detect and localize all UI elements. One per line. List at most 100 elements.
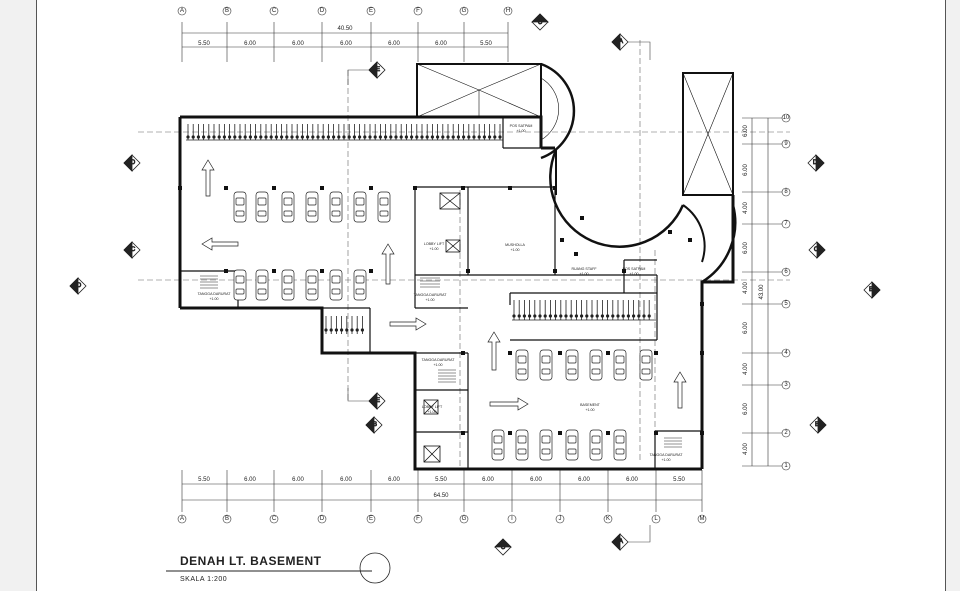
room-tangga-mid2: TANGGA DARURAT	[422, 358, 456, 362]
car-symbol	[233, 191, 247, 223]
wheel-stop	[548, 314, 553, 318]
right-dimension-line	[742, 117, 782, 467]
wheel-stop	[383, 135, 388, 139]
car-symbol	[613, 429, 627, 461]
bottom-dim-1: 5.50	[198, 477, 210, 483]
car-rear-window	[307, 288, 317, 295]
car-windshield	[591, 435, 601, 444]
wheel-stop	[621, 314, 625, 318]
column	[320, 269, 324, 273]
car-symbol	[589, 429, 603, 461]
car-symbol	[491, 429, 505, 461]
wheel-stop	[238, 135, 242, 139]
car-rear-window	[235, 288, 245, 295]
room-lobby-lift2: LOBBY LIFT	[422, 405, 443, 409]
car-windshield	[493, 435, 503, 444]
right-dim-4: 4.00	[743, 282, 749, 294]
grid-row-1: 1	[784, 463, 788, 469]
arrow-right-2	[489, 397, 529, 411]
car-windshield	[541, 435, 551, 444]
title-block: DENAH LT. BASEMENT SKALA 1:200	[166, 552, 391, 584]
exit-ramp	[682, 72, 734, 196]
grid-col-M: M	[700, 516, 705, 522]
car-rear-window	[615, 368, 625, 375]
column	[272, 186, 276, 190]
car-windshield	[567, 435, 577, 444]
grid-row-4: 4	[784, 350, 788, 356]
wheel-stop	[595, 314, 599, 318]
car-windshield	[307, 197, 317, 206]
car-body	[305, 269, 319, 301]
car-windshield	[307, 275, 317, 284]
car-rear-window	[283, 210, 293, 217]
car-rear-window	[517, 368, 527, 375]
car-rear-window	[641, 368, 651, 375]
wheel-stop	[339, 328, 344, 332]
arrow-up-1	[201, 159, 215, 197]
wheel-stop	[191, 135, 195, 139]
section-c-top-label: C	[538, 20, 543, 26]
wheel-stop	[522, 314, 527, 318]
wheel-stop	[212, 135, 216, 139]
wheel-stop	[311, 135, 315, 139]
car-symbol	[329, 191, 343, 223]
room-mushola: MUSHOLLA	[505, 243, 525, 247]
right-grid-bubbles	[781, 113, 791, 471]
grid-row-7: 7	[784, 221, 788, 227]
wheel-stop	[360, 328, 364, 332]
column	[224, 269, 228, 273]
room-pos-satpam-top-code: +1.00	[516, 129, 525, 133]
wheel-stop	[512, 314, 516, 318]
room-basement: BASEMENT	[580, 403, 601, 407]
section-marker-e-top: E	[368, 61, 386, 79]
wheel-stop	[605, 314, 610, 318]
arrow-up-3	[487, 331, 501, 371]
bottom-dim-11: 5.50	[673, 477, 685, 483]
car-body	[255, 269, 269, 301]
column	[413, 186, 417, 190]
car-windshield	[283, 197, 293, 206]
car-symbol	[255, 191, 269, 223]
wheel-stop	[264, 135, 268, 139]
wheel-stop	[394, 135, 398, 139]
car-windshield	[615, 355, 625, 364]
grid-col-B-top: B	[225, 8, 229, 14]
column	[461, 351, 465, 355]
column	[606, 351, 610, 355]
column	[668, 230, 672, 234]
section-marker-c-left: C	[123, 241, 141, 259]
room-pos-satpam-right-code: +1.00	[629, 272, 638, 276]
grid-row-3: 3	[784, 382, 788, 388]
car-body	[305, 191, 319, 223]
car-body	[613, 349, 627, 381]
wheel-stop	[347, 135, 351, 139]
grid-lines	[138, 40, 790, 470]
drawing-sheet	[36, 0, 946, 591]
car-symbol	[539, 429, 553, 461]
wheel-stop	[243, 135, 247, 139]
wheel-stop	[461, 135, 466, 139]
grid-row-9: 9	[784, 141, 788, 147]
wheel-stop	[538, 314, 542, 318]
wheel-stop	[626, 314, 631, 318]
right-dim-8: 4.00	[743, 443, 749, 455]
wheel-stop	[631, 314, 636, 318]
car-windshield	[591, 355, 601, 364]
grid-col-E-top: E	[369, 8, 373, 14]
car-symbol	[233, 269, 247, 301]
grid-col-A-top: A	[180, 8, 184, 14]
car-windshield	[331, 197, 341, 206]
car-windshield	[615, 435, 625, 444]
right-grid-bubble-labels: 1 2 3 4 5 6 7 8 9 10	[783, 115, 790, 469]
column	[178, 186, 182, 190]
bottom-total-dimension: 64.50	[433, 493, 449, 499]
car-body	[233, 191, 247, 223]
arrow-up-2	[381, 243, 395, 285]
wheel-stop	[305, 135, 310, 139]
wheel-stop	[533, 314, 537, 318]
room-tangga-br-code: +1.00	[661, 458, 670, 462]
room-lobby-lift-code: +1.00	[429, 247, 438, 251]
room-tangga-mid-code: +1.00	[425, 298, 434, 302]
car-body	[255, 191, 269, 223]
